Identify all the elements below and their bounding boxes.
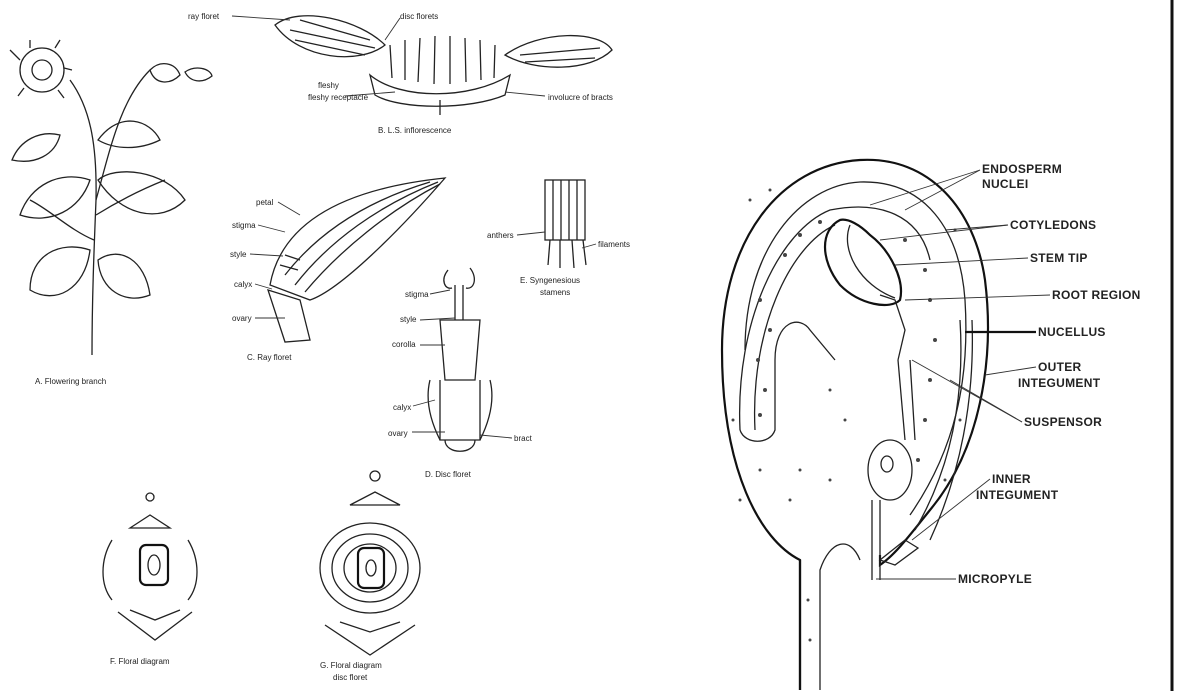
label-endosperm-line1: ENDOSPERM bbox=[982, 162, 1062, 176]
label-outer-line2: INTEGUMENT bbox=[1018, 376, 1101, 390]
caption-e-line2: stamens bbox=[540, 288, 570, 297]
label-ovary-c: ovary bbox=[232, 314, 252, 323]
label-fleshy: fleshy bbox=[318, 81, 339, 90]
label-inner-line2: INTEGUMENT bbox=[976, 488, 1059, 502]
label-stem-tip: STEM TIP bbox=[1030, 251, 1088, 265]
caption-c: C. Ray floret bbox=[247, 353, 292, 362]
label-bract: bract bbox=[514, 434, 533, 443]
disc-floret-figure: stigma style corolla calyx ovary bract D… bbox=[388, 268, 533, 479]
label-stigma-d: stigma bbox=[405, 290, 429, 299]
caption-g-line1: G. Floral diagram bbox=[320, 661, 382, 670]
label-outer-line1: OUTER bbox=[1038, 360, 1082, 374]
label-stigma-c: stigma bbox=[232, 221, 256, 230]
label-inner-line1: INNER bbox=[992, 472, 1031, 486]
label-micropyle: MICROPYLE bbox=[958, 572, 1032, 586]
outer-integument-shape bbox=[722, 160, 988, 690]
caption-d: D. Disc floret bbox=[425, 470, 472, 479]
label-ray-floret-b: ray floret bbox=[188, 12, 220, 21]
label-calyx-c: calyx bbox=[234, 280, 252, 289]
caption-b: B. L.S. inflorescence bbox=[378, 126, 452, 135]
floral-diagram-g: G. Floral diagram disc floret bbox=[320, 471, 420, 682]
caption-a: A. Flowering branch bbox=[35, 377, 106, 386]
label-suspensor: SUSPENSOR bbox=[1024, 415, 1102, 429]
cotyledon-shape bbox=[825, 220, 901, 305]
label-style-c: style bbox=[230, 250, 247, 259]
label-filaments: filaments bbox=[598, 240, 630, 249]
label-cotyledons: COTYLEDONS bbox=[1010, 218, 1096, 232]
caption-g-line2: disc floret bbox=[333, 673, 368, 682]
label-style-d: style bbox=[400, 315, 417, 324]
ovule-embryo-diagram: ENDOSPERM NUCLEI COTYLEDONS STEM TIP ROO… bbox=[722, 160, 1141, 690]
stipple-dots bbox=[732, 189, 962, 642]
label-calyx-d: calyx bbox=[393, 403, 411, 412]
syngenesious-stamens-figure: anthers filaments E. Syngenesious stamen… bbox=[487, 180, 630, 297]
label-ovary-d: ovary bbox=[388, 429, 408, 438]
label-endosperm-line2: NUCLEI bbox=[982, 177, 1028, 191]
label-petal-c: petal bbox=[256, 198, 274, 207]
inflorescence-section-figure: ray floret disc florets fleshy fleshy re… bbox=[188, 12, 613, 135]
label-involucre: involucre of bracts bbox=[548, 93, 613, 102]
floral-diagram-f: F. Floral diagram bbox=[103, 493, 197, 666]
caption-e-line1: E. Syngenesious bbox=[520, 276, 580, 285]
label-disc-florets: disc florets bbox=[400, 12, 438, 21]
label-root-region: ROOT REGION bbox=[1052, 288, 1141, 302]
label-anthers: anthers bbox=[487, 231, 514, 240]
caption-f: F. Floral diagram bbox=[110, 657, 170, 666]
label-receptacle: fleshy receptacle bbox=[308, 93, 369, 102]
ray-floret-figure: petal stigma style calyx ovary C. Ray fl… bbox=[230, 178, 445, 362]
label-corolla: corolla bbox=[392, 340, 416, 349]
flowering-branch-figure: A. Flowering branch bbox=[10, 40, 212, 386]
label-nucellus: NUCELLUS bbox=[1038, 325, 1106, 339]
